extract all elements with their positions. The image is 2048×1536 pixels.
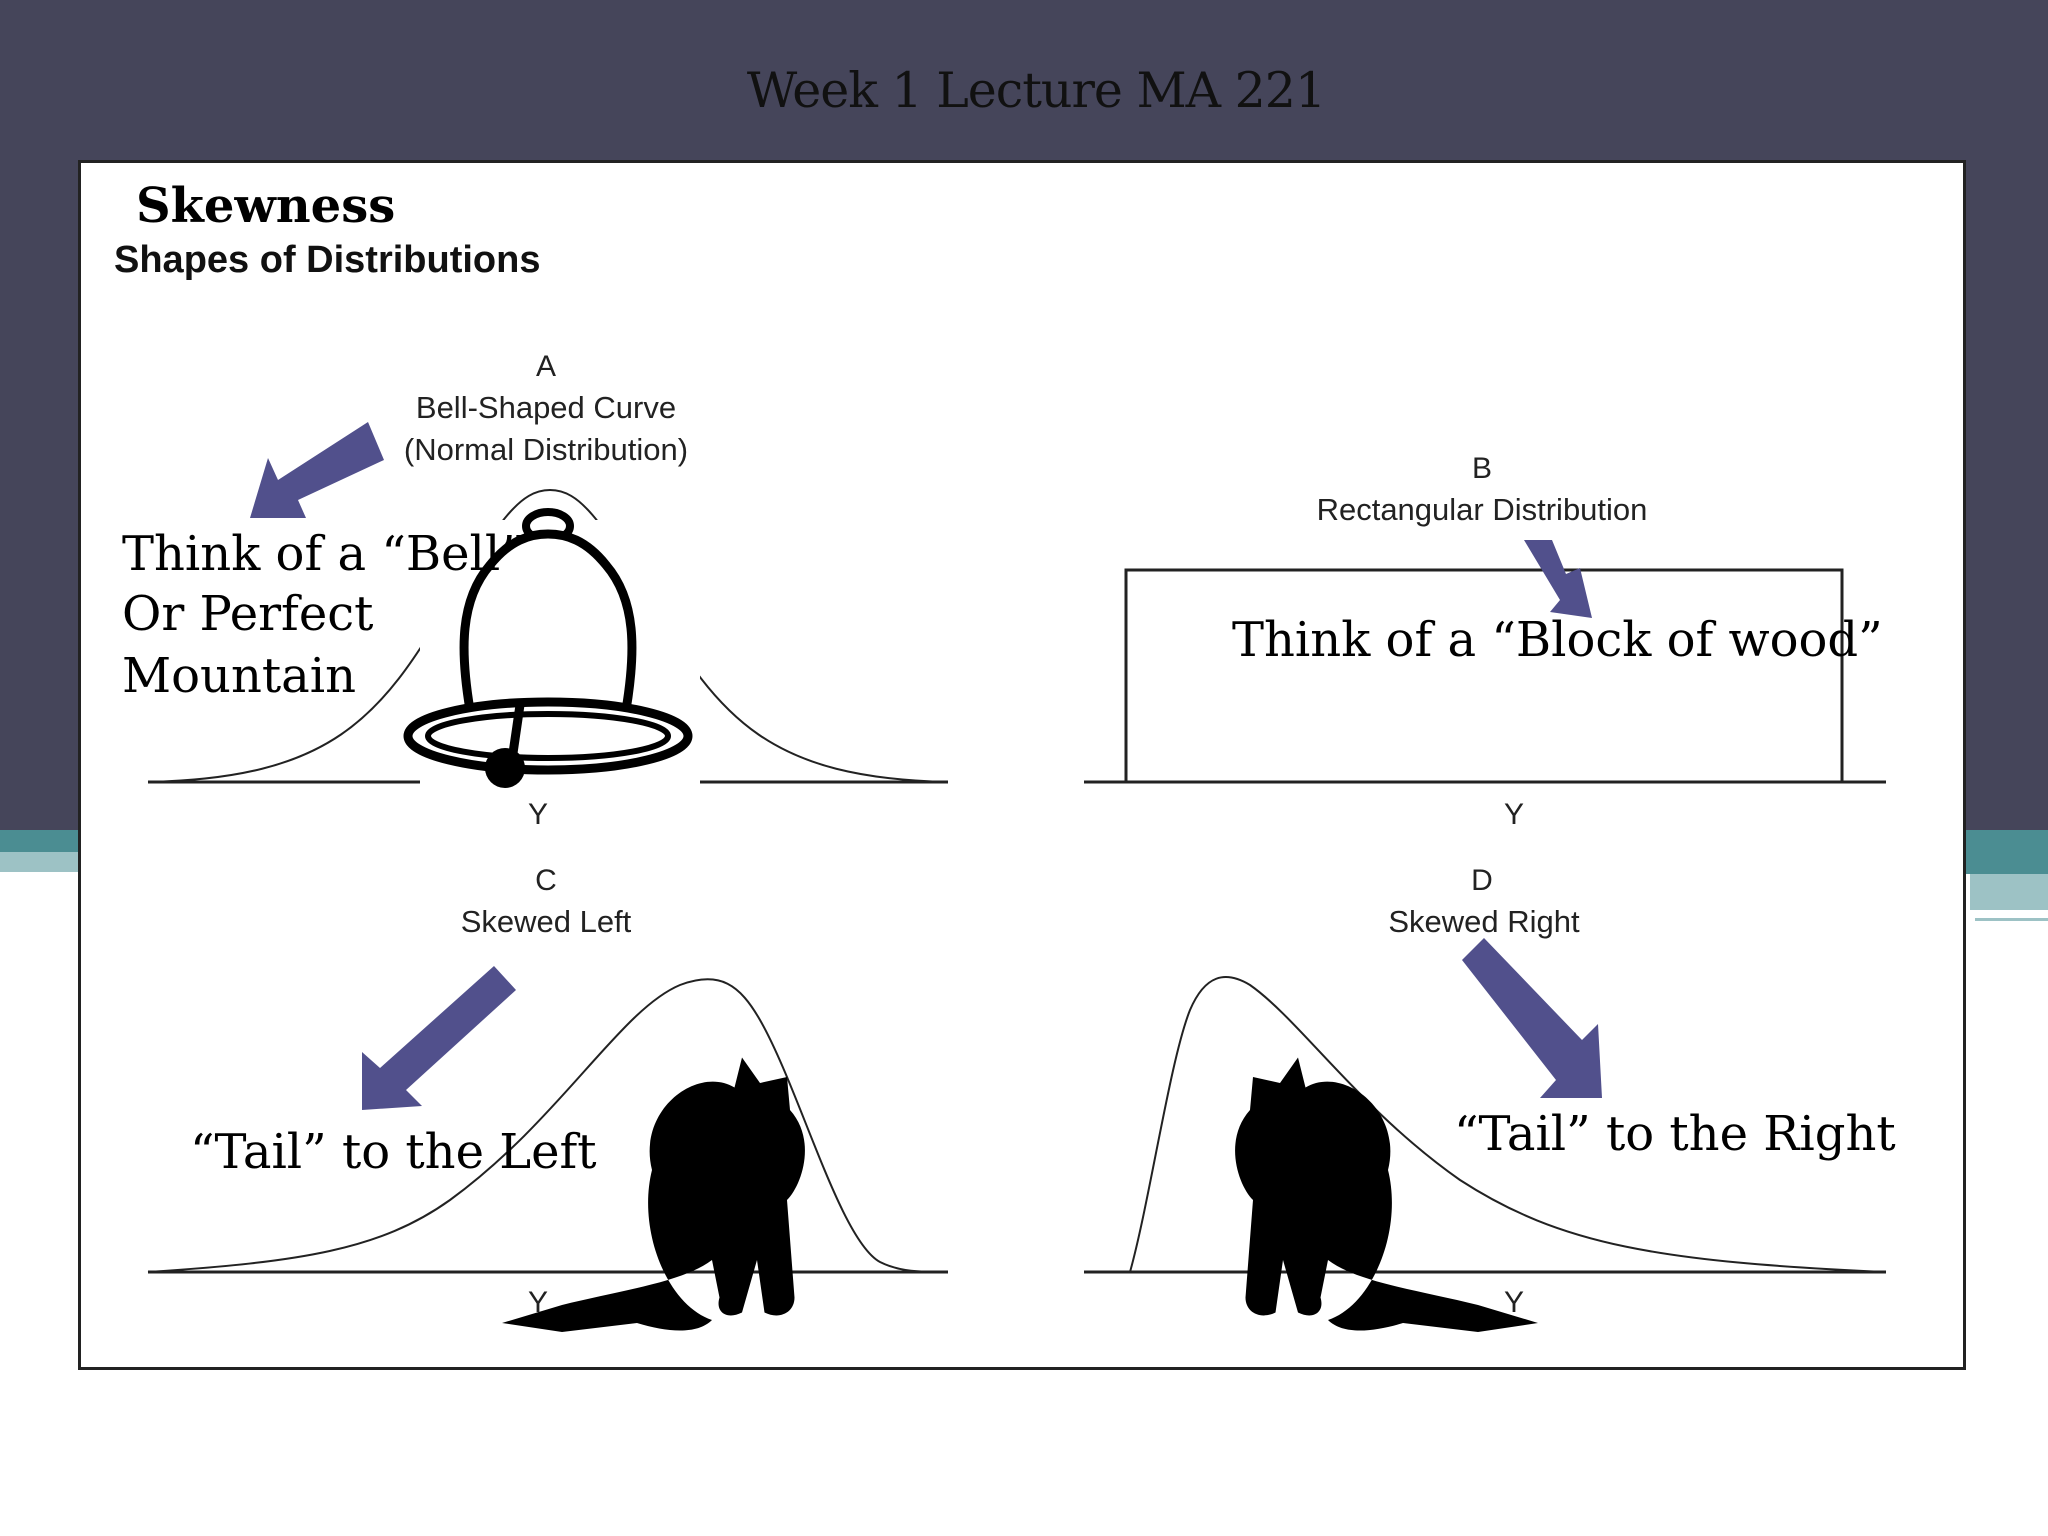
accent-bar-left-light <box>0 852 80 872</box>
panel-b-title: Rectangular Distribution <box>1317 492 1648 527</box>
panel-b-axis-label: Y <box>1504 798 1524 831</box>
slide-title: Week 1 Lecture MA 221 <box>746 62 1326 119</box>
panel-a-title-line1: Bell-Shaped Curve <box>416 390 676 425</box>
accent-bar-right <box>1964 830 2048 874</box>
panel-d-letter: D <box>1471 864 1493 897</box>
panel-a-title-line2: (Normal Distribution) <box>404 432 688 467</box>
accent-bar-right-light <box>1970 874 2048 910</box>
slide-subheading: Shapes of Distributions <box>114 239 540 281</box>
note-tail-left: “Tail” to the Left <box>190 1124 597 1180</box>
panel-c-curve <box>147 978 949 1273</box>
note-bell-line2: Or Perfect <box>122 586 373 642</box>
arrow-icon <box>250 422 384 518</box>
arrow-icon <box>1524 540 1592 618</box>
panel-a-curve <box>147 488 949 783</box>
panel-a-axis-label: Y <box>528 798 548 831</box>
accent-bar-left <box>0 830 80 852</box>
note-bell-line1: Think of a “Bell” <box>122 526 525 582</box>
slide-heading: Skewness <box>136 178 395 234</box>
content-panel <box>78 160 1966 1370</box>
panel-a-letter: A <box>536 350 556 383</box>
arrow-icon <box>362 966 516 1110</box>
arrow-icon <box>1462 938 1602 1098</box>
panel-b-letter: B <box>1472 452 1492 485</box>
panel-d-title: Skewed Right <box>1388 904 1580 939</box>
bell-icon <box>403 508 700 788</box>
accent-line-right <box>1975 918 2048 921</box>
cat-silhouette-icon <box>1235 1057 1538 1332</box>
panel-d-axis-label: Y <box>1504 1286 1524 1319</box>
panel-c-letter: C <box>535 864 557 897</box>
note-tail-right: “Tail” to the Right <box>1454 1106 1896 1162</box>
panel-c-title: Skewed Left <box>461 904 632 939</box>
panel-b-rectangle <box>1124 568 1844 784</box>
note-block: Think of a “Block of wood” <box>1232 612 1883 668</box>
panel-d-curve <box>1129 976 1887 1273</box>
note-bell-line3: Mountain <box>122 648 356 704</box>
